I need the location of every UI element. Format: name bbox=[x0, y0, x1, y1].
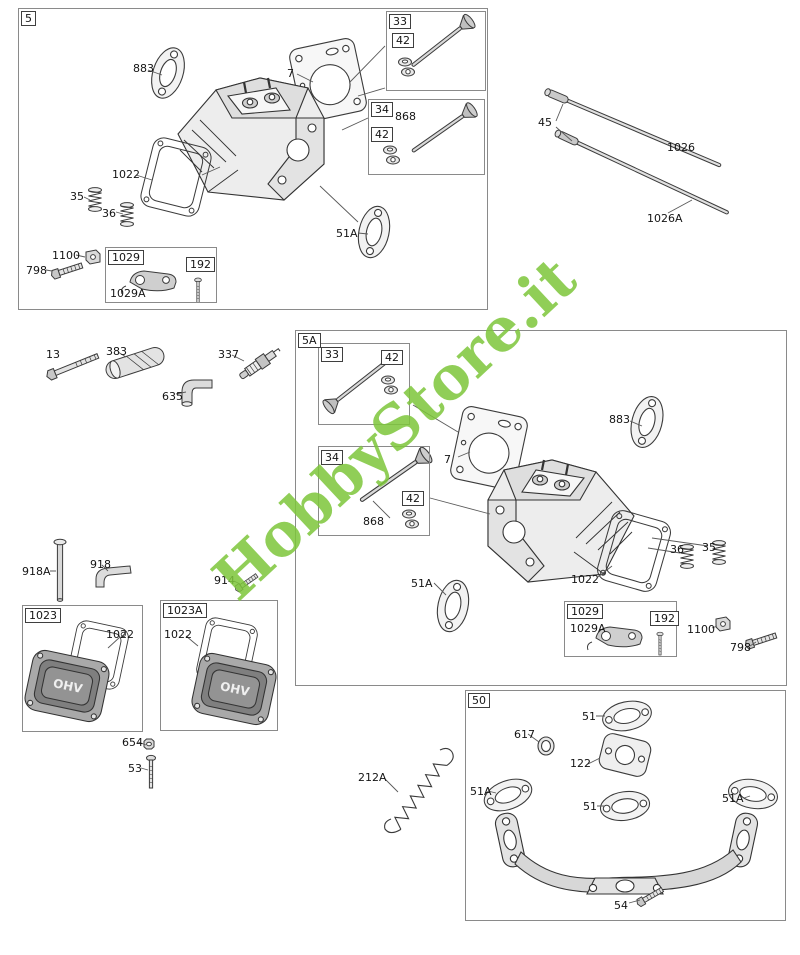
callout-1022-g5: 1022 bbox=[112, 168, 140, 181]
screw-53-drawing bbox=[146, 754, 156, 789]
callout-45: 45 bbox=[538, 116, 552, 129]
callout-918a: 918A bbox=[22, 565, 51, 578]
callout-212a: 212A bbox=[358, 771, 387, 784]
callout-1022-g5a: 1022 bbox=[571, 573, 599, 586]
callout-192-g5a: 192 bbox=[650, 611, 679, 626]
callout-34-g5: 34 bbox=[371, 102, 393, 117]
callout-1023: 1023 bbox=[25, 608, 61, 623]
callout-51-mid: 51 bbox=[583, 800, 597, 813]
callout-36-g5: 36 bbox=[102, 207, 116, 220]
callout-1026a: 1026A bbox=[647, 212, 683, 225]
callout-group50: 50 bbox=[468, 693, 490, 708]
leader-lines bbox=[45, 45, 757, 904]
inset-box-1029-g5a bbox=[564, 601, 677, 657]
callout-918: 918 bbox=[90, 558, 111, 571]
inset-box-34-g5 bbox=[368, 99, 485, 175]
callout-42-exhaust-g5: 42 bbox=[371, 127, 393, 142]
callout-1022-1023a: 1022 bbox=[164, 628, 192, 641]
inset-box-33-g5 bbox=[386, 11, 486, 91]
group-box-50 bbox=[465, 690, 786, 921]
callout-group5: 5 bbox=[21, 11, 36, 26]
callout-1022-1023: 1022 bbox=[106, 628, 134, 641]
group-box-1023a bbox=[160, 600, 278, 731]
callout-7-g5: 7 bbox=[287, 67, 294, 80]
callout-51a-g5a: 51A bbox=[411, 577, 433, 590]
pushrod-1026-drawing bbox=[543, 87, 723, 170]
callout-122: 122 bbox=[570, 757, 591, 770]
callout-654: 654 bbox=[122, 736, 143, 749]
callout-42-intake-g5a: 42 bbox=[381, 350, 403, 365]
callout-337: 337 bbox=[218, 348, 239, 361]
callout-51a-g5: 51A bbox=[336, 227, 358, 240]
callout-35-g5a: 35 bbox=[702, 541, 716, 554]
callout-51-top: 51 bbox=[582, 710, 596, 723]
callout-1100-g5a: 1100 bbox=[687, 623, 715, 636]
callout-51a-right: 51A bbox=[722, 792, 744, 805]
cover-logo-1023a: OHV bbox=[219, 679, 251, 699]
group-box-1023 bbox=[22, 605, 143, 732]
callout-883-g5a: 883 bbox=[609, 413, 630, 426]
callout-54: 54 bbox=[614, 899, 628, 912]
callout-1029-g5a: 1029 bbox=[567, 604, 603, 619]
callout-798-g5: 798 bbox=[26, 264, 47, 277]
callout-1029a-g5: 1029A bbox=[110, 287, 146, 300]
callout-35-g5: 35 bbox=[70, 190, 84, 203]
callout-13: 13 bbox=[46, 348, 60, 361]
plug-boot-635-drawing bbox=[181, 379, 213, 407]
callout-1029-g5: 1029 bbox=[108, 250, 144, 265]
callout-868-g5: 868 bbox=[395, 110, 416, 123]
callout-617: 617 bbox=[514, 728, 535, 741]
inset-box-33-g5a bbox=[318, 343, 410, 425]
callout-635: 635 bbox=[162, 390, 183, 403]
callout-1023a: 1023A bbox=[163, 603, 207, 618]
callout-group5a: 5A bbox=[298, 333, 321, 348]
callout-192-g5: 192 bbox=[186, 257, 215, 272]
callout-7-g5a: 7 bbox=[444, 453, 451, 466]
callout-51a-left: 51A bbox=[470, 785, 492, 798]
callout-1029a-g5a: 1029A bbox=[570, 622, 606, 635]
callout-33-g5: 33 bbox=[389, 14, 411, 29]
callout-868-g5a: 868 bbox=[363, 515, 384, 528]
nut-654-drawing bbox=[143, 738, 155, 750]
callout-1026: 1026 bbox=[667, 141, 695, 154]
callout-1100-g5: 1100 bbox=[52, 249, 80, 262]
callout-33-g5a: 33 bbox=[321, 347, 343, 362]
callout-914: 914 bbox=[214, 574, 235, 587]
pushrod-1026a-drawing bbox=[553, 128, 731, 217]
callout-34-g5a: 34 bbox=[321, 450, 343, 465]
callout-42-exhaust-g5a: 42 bbox=[402, 491, 424, 506]
cover-logo-1023: OHV bbox=[52, 676, 84, 696]
group-box-5 bbox=[18, 8, 488, 310]
inset-box-34-g5a bbox=[318, 446, 430, 536]
stud-918a-drawing bbox=[53, 538, 67, 602]
callout-42-intake-g5: 42 bbox=[392, 33, 414, 48]
callout-383: 383 bbox=[106, 345, 127, 358]
callout-36-g5a: 36 bbox=[670, 543, 684, 556]
spring-212a-drawing bbox=[384, 747, 454, 834]
callout-883-g5: 883 bbox=[133, 62, 154, 75]
group-box-5a bbox=[295, 330, 787, 686]
callout-798-g5a: 798 bbox=[730, 641, 751, 654]
spark-plug-337-drawing bbox=[236, 344, 284, 383]
callout-53: 53 bbox=[128, 762, 142, 775]
inset-box-1029-g5 bbox=[105, 247, 217, 303]
